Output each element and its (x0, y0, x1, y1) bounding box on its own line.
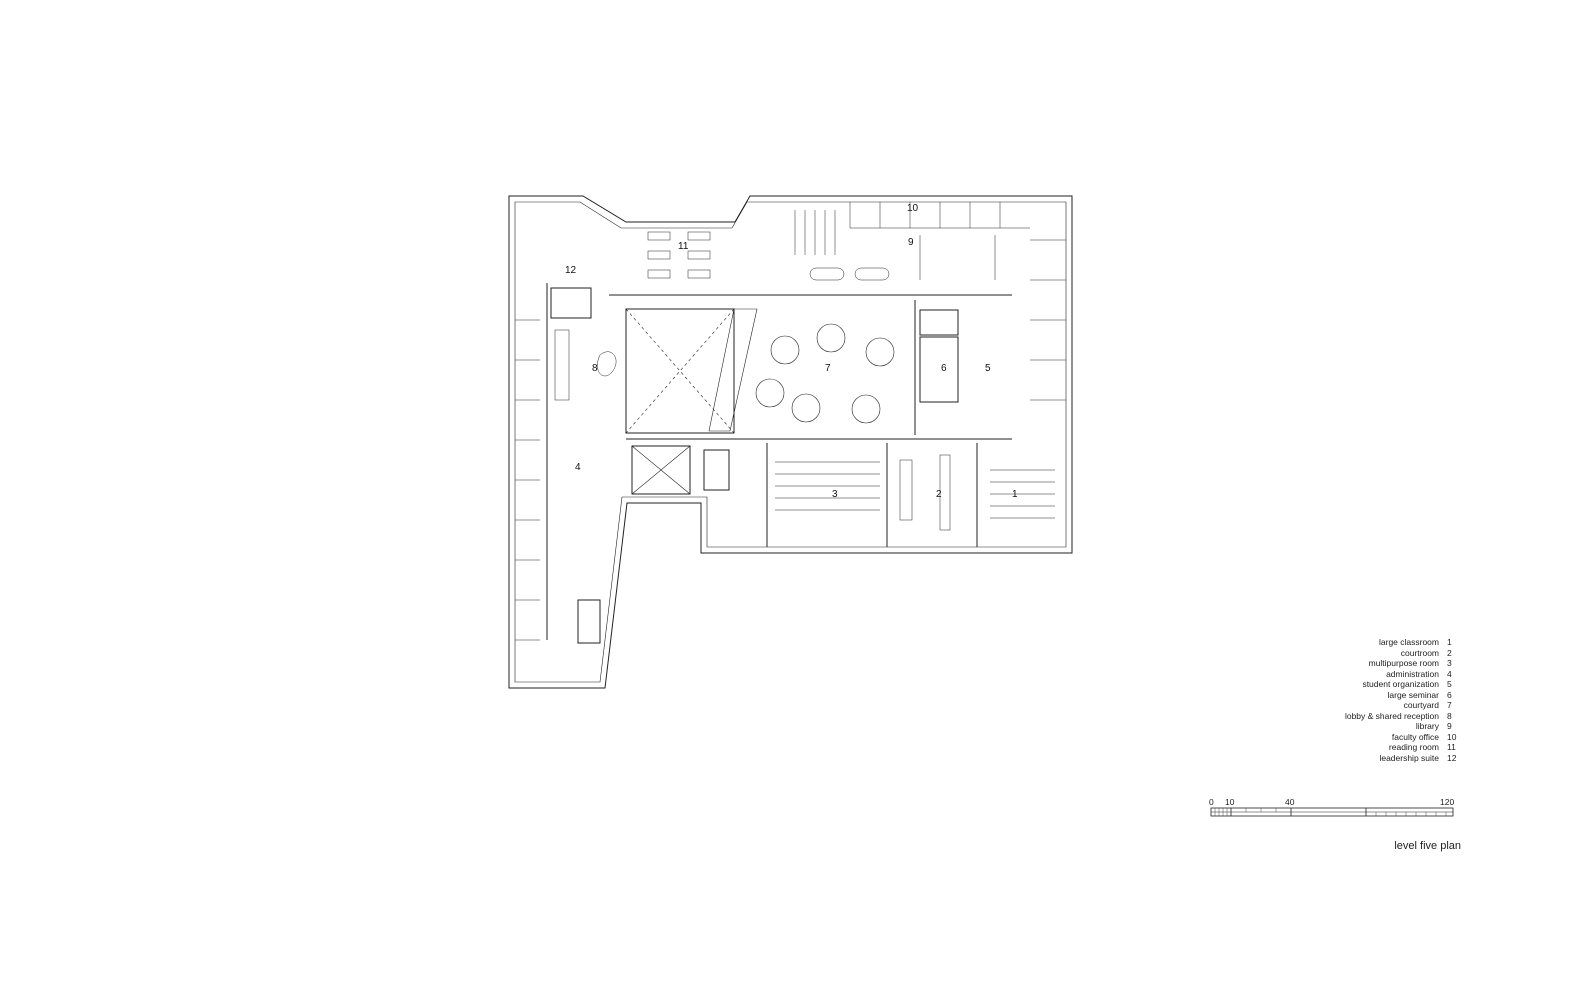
legend-label: courtroom (1400, 647, 1439, 658)
room-tag: 12 (565, 265, 577, 276)
room-legend: large classroom 1 courtroom 2 multipurpose… (1300, 637, 1460, 763)
courtyard-seat (865, 337, 895, 367)
room-tag: 8 (592, 363, 598, 374)
legend-label: multipurpose room (1368, 658, 1439, 668)
legend-number: 3 (1447, 658, 1452, 668)
legend-number: 10 (1447, 731, 1457, 742)
legend-item: library 9 (1300, 721, 1460, 732)
room-tag: 4 (575, 462, 581, 473)
scale-tick-label: 40 (1285, 797, 1295, 807)
legend-label: lobby & shared reception (1344, 710, 1439, 721)
legend-item: multipurpose room 3 (1300, 658, 1460, 669)
courtyard-seat (816, 323, 846, 353)
legend-number: 6 (1447, 689, 1452, 700)
stair-west-south (577, 599, 601, 644)
large-seminar-room (919, 336, 959, 403)
building-inner-wall (514, 201, 1067, 683)
stair-east (919, 309, 959, 336)
legend-number: 8 (1447, 710, 1452, 721)
legend-number: 4 (1447, 668, 1452, 679)
legend-number: 5 (1447, 679, 1452, 689)
legend-item: lobby & shared reception 8 (1300, 711, 1460, 722)
legend-number: 7 (1447, 700, 1452, 710)
legend-number: 2 (1447, 647, 1452, 658)
room-tag: 9 (908, 237, 914, 248)
courtyard-seat (755, 378, 785, 408)
legend-label: courtyard (1403, 700, 1439, 710)
legend-label: library (1415, 721, 1439, 731)
courtyard-void (625, 308, 735, 434)
legend-item: large classroom 1 (1300, 637, 1460, 648)
legend-item: faculty office 10 (1300, 732, 1460, 743)
building-outline (508, 195, 1073, 689)
room-tag: 10 (907, 203, 919, 214)
legend-label: large seminar (1387, 689, 1440, 700)
room-tag: 1 (1012, 489, 1018, 500)
legend-label: reading room (1388, 742, 1439, 752)
room-tag: 3 (832, 489, 838, 500)
room-tag: 7 (825, 363, 831, 374)
plan-title: level five plan (1394, 840, 1461, 852)
legend-item: reading room 11 (1300, 742, 1460, 753)
legend-item: student organization 5 (1300, 679, 1460, 690)
legend-number: 11 (1447, 742, 1456, 752)
stair-west-north (550, 287, 592, 319)
legend-number: 12 (1447, 752, 1457, 763)
legend-item: administration 4 (1300, 669, 1460, 680)
skylight (631, 445, 691, 495)
scale-bar: 0 10 40 120 (1209, 797, 1454, 817)
scale-tick-label: 0 (1209, 797, 1214, 807)
legend-label: administration (1386, 668, 1439, 679)
room-tag: 2 (936, 489, 942, 500)
scale-tick-label: 10 (1225, 797, 1235, 807)
legend-label: leadership suite (1379, 752, 1439, 763)
courtyard-ramp (708, 308, 758, 432)
legend-item: courtyard 7 (1300, 700, 1460, 711)
courtyard-seat (770, 335, 800, 365)
legend-number: 9 (1447, 721, 1452, 731)
legend-label: large classroom (1379, 637, 1439, 647)
legend-label: student organization (1362, 679, 1439, 689)
legend-number: 1 (1447, 637, 1452, 647)
skylight-pyramid (631, 445, 691, 495)
room-tag: 11 (678, 241, 689, 252)
courtyard-seat (851, 394, 881, 424)
scale-tick-label: 120 (1440, 797, 1454, 807)
stair-south (703, 449, 730, 491)
legend-item: large seminar 6 (1300, 690, 1460, 701)
legend-item: courtroom 2 (1300, 648, 1460, 659)
legend-item: leadership suite 12 (1300, 753, 1460, 764)
room-tag: 6 (941, 363, 947, 374)
room-tag: 5 (985, 363, 991, 374)
courtyard-seat (791, 393, 821, 423)
legend-label: faculty office (1391, 731, 1439, 742)
